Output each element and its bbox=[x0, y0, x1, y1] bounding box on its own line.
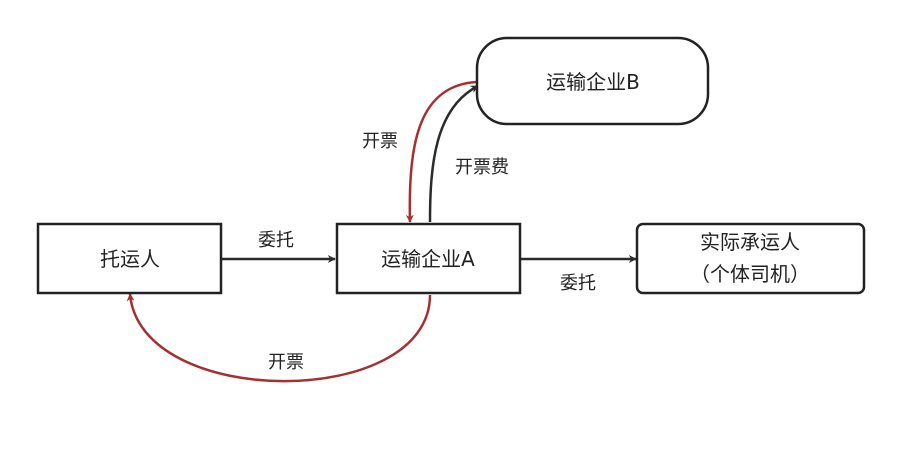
node-company-a-label: 运输企业A bbox=[381, 247, 475, 271]
edge-label-shipper-to-company-a: 委托 bbox=[258, 230, 294, 251]
node-shipper: 托运人 bbox=[36, 222, 223, 295]
node-company-a: 运输企业A bbox=[335, 222, 522, 295]
edge-label-company-a-to-company-b: 开票费 bbox=[455, 157, 509, 178]
edge-company-a-to-company-b bbox=[428, 84, 479, 223]
node-shipper-label: 托运人 bbox=[100, 247, 160, 271]
node-actual-carrier: 实际承运人 （个体司机） bbox=[635, 222, 866, 295]
edges bbox=[126, 80, 637, 383]
node-actual-carrier-line1: 实际承运人 bbox=[700, 230, 800, 254]
edge-label-company-b-to-company-a: 开票 bbox=[362, 131, 398, 152]
edge-label-company-a-to-shipper: 开票 bbox=[268, 352, 304, 373]
edge-company-b-to-company-a bbox=[405, 80, 477, 223]
node-actual-carrier-line2: （个体司机） bbox=[690, 262, 810, 286]
edge-labels: 委托 委托 开票费 开票 开票 bbox=[258, 131, 596, 373]
edge-label-company-a-to-actual-carrier: 委托 bbox=[560, 273, 596, 294]
node-company-b-label: 运输企业B bbox=[546, 70, 640, 94]
node-company-b: 运输企业B bbox=[475, 36, 710, 126]
edge-company-a-to-shipper bbox=[126, 293, 432, 383]
